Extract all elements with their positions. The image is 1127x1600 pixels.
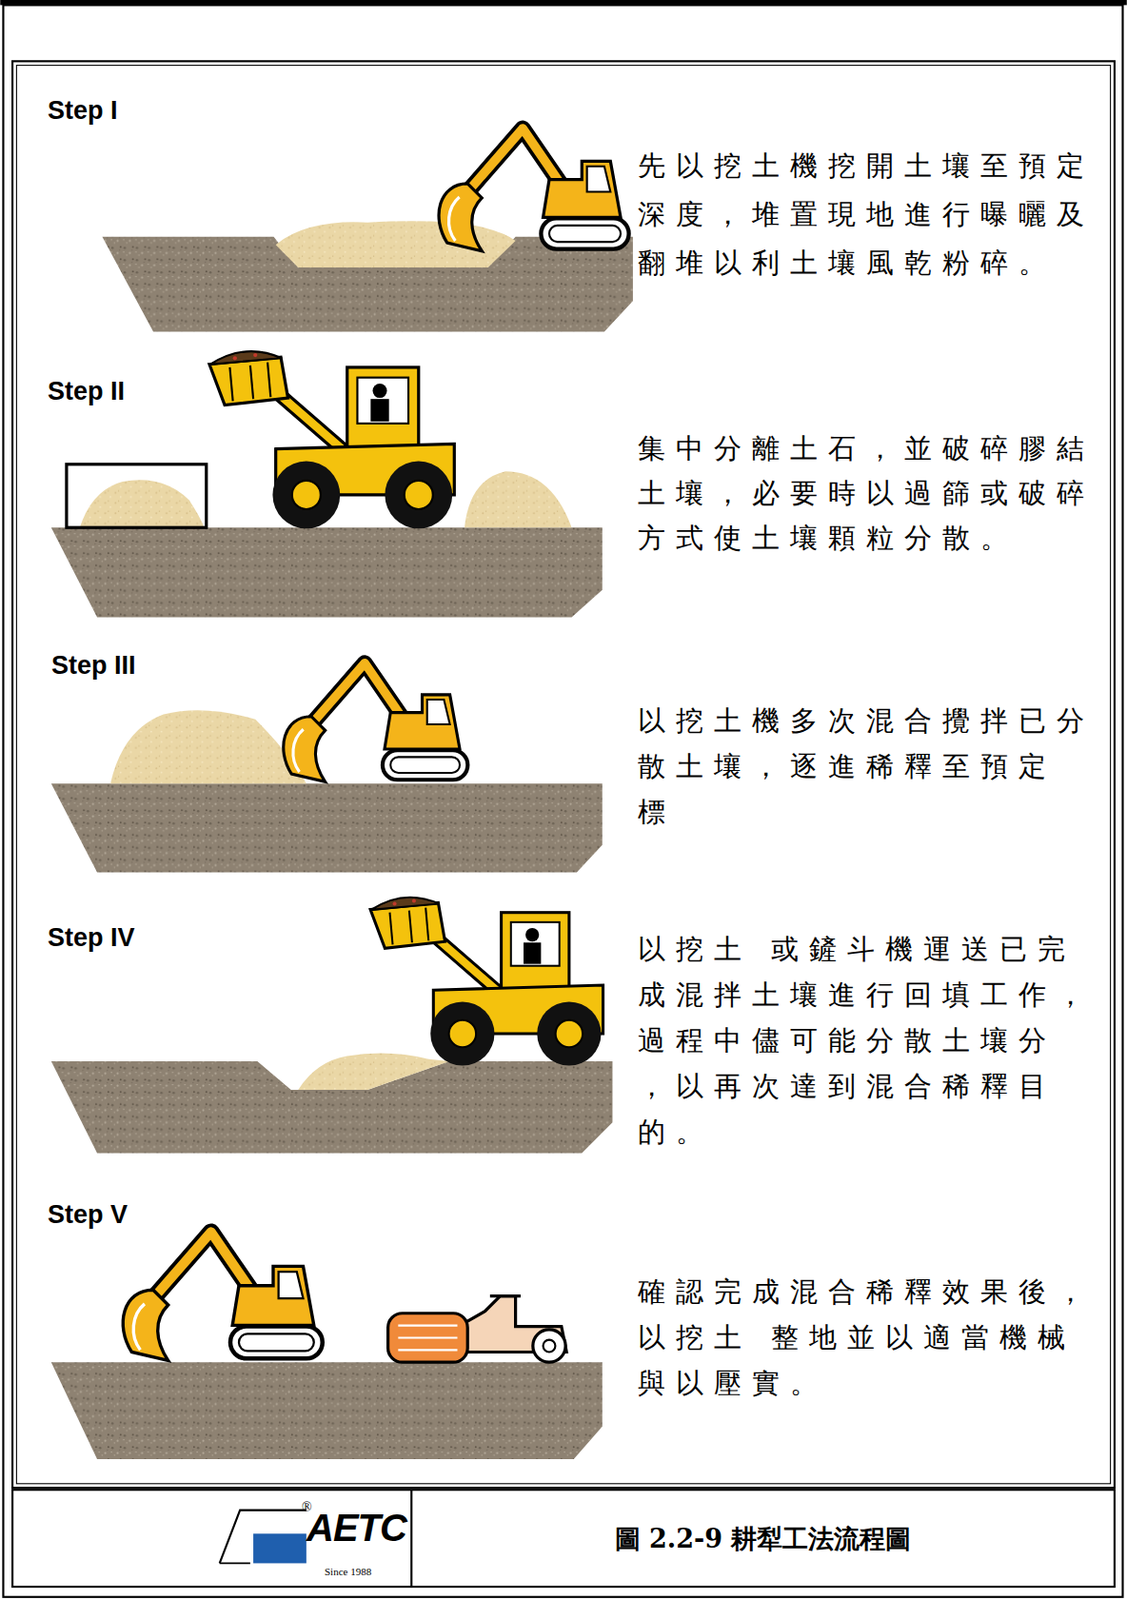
step-description: 以挖土機多次混合攪拌已分散土壤，逐進稀釋至預定 標 <box>637 697 1100 835</box>
registered-mark: ® <box>301 1500 313 1516</box>
excavator <box>438 128 630 252</box>
company-logo-part <box>253 1533 307 1563</box>
inner-frame <box>12 60 1115 1488</box>
company-logo-part <box>219 1510 307 1564</box>
step-description: 集中分離土石，並破碎膠結土壤，必要時以過篩或破碎方式使土壤顆粒分散。 <box>637 426 1100 561</box>
step-description: 以挖土 或鏟斗機運送已完成混拌土壤進行回填工作，過程中儘可能分散土壤分 ，以再次… <box>637 926 1100 1155</box>
logo-wordmark: AETC <box>306 1505 407 1550</box>
company-logo-part <box>219 1562 251 1565</box>
ground-slab <box>51 527 603 617</box>
screen-box <box>66 464 207 528</box>
logo-tagline: Since 1988 <box>324 1565 372 1579</box>
soil-pile <box>110 710 307 784</box>
step-label: Step I <box>47 95 119 126</box>
step-2-scene <box>51 351 603 618</box>
company-logo <box>219 1510 307 1564</box>
excavator <box>283 663 469 783</box>
soil-pile <box>79 479 205 528</box>
soil-pile <box>464 471 573 528</box>
step-label: Step V <box>47 1199 128 1230</box>
soil-pile <box>297 1052 450 1089</box>
soil-pile <box>276 220 516 268</box>
step-1-scene <box>101 128 633 332</box>
step-label: Step IV <box>47 922 136 953</box>
wheel-loader <box>370 897 603 1067</box>
title-block-divider <box>410 1489 413 1587</box>
ground-slab <box>51 783 603 872</box>
figure-caption: 圖 2.2-9 耕犁工法流程圖 <box>411 1522 1115 1556</box>
ground-slab <box>51 1362 603 1460</box>
wheel-loader <box>209 351 455 529</box>
step-label: Step III <box>51 650 137 681</box>
step-label: Step II <box>47 375 125 407</box>
step-description: 確認完成混合稀釋效果後，以挖土 整地並以適當機械與以壓實。 <box>637 1268 1100 1406</box>
step-3-scene <box>51 663 603 873</box>
road-roller <box>388 1296 568 1364</box>
excavator <box>122 1231 323 1361</box>
inner-frame-line <box>16 65 1110 1484</box>
step-4-scene <box>51 897 613 1154</box>
outer-frame <box>2 4 1123 1597</box>
step-5-scene <box>51 1231 603 1460</box>
title-block <box>12 1489 1115 1587</box>
step-description: 先以挖土機挖開土壤至預定深度，堆置現地進行曝曬及翻堆以利土壤風乾粉碎。 <box>637 141 1100 288</box>
